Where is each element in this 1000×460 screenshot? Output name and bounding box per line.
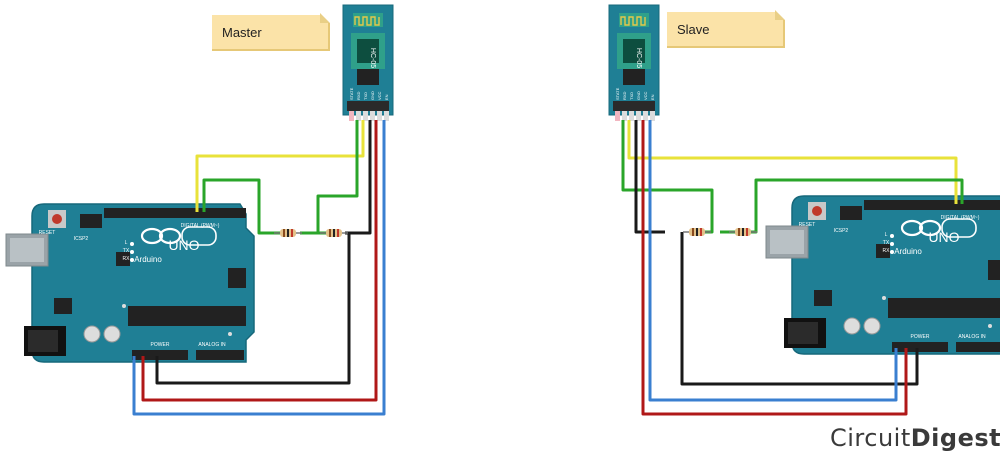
pin-label: TXD (363, 92, 368, 100)
pin-label: STATE (615, 87, 620, 100)
pin-label: STATE (349, 87, 354, 100)
master-power-label: POWER (151, 342, 170, 348)
pin-label: EN (384, 94, 389, 100)
master-reset-label: RESET (39, 230, 56, 236)
slave-rx-label: RX (883, 248, 891, 254)
master-wires (132, 120, 386, 416)
slave-power-label: POWER (911, 334, 930, 340)
note-fold-icon (775, 10, 785, 20)
master-label: Master (222, 25, 262, 40)
pin-label: TXD (629, 92, 634, 100)
slave-resistor-2 (728, 227, 758, 237)
master-uno-label: UNO (168, 237, 199, 253)
master-analog-label: ANALOG IN (198, 342, 226, 348)
slave-hc05-pin-labels: STATE RXD TXD GND VCC EN (615, 87, 655, 100)
master-digital-label: DIGITAL (PWM~) (181, 223, 220, 229)
master-icsp-label: ICSP2 (74, 236, 89, 242)
pin-label: RXD (356, 91, 361, 100)
pin-label: GND (636, 91, 641, 100)
pin-label: VCC (377, 91, 382, 100)
slave-tx-label: TX (883, 240, 890, 246)
slave-icsp-label: ICSP2 (834, 228, 849, 234)
slave-label-note: Slave (667, 10, 785, 48)
slave-label: Slave (677, 22, 710, 37)
watermark-part2: Digest (910, 424, 1000, 452)
master-tx-label: TX (123, 248, 130, 254)
slave-analog-label: ANALOG IN (958, 334, 986, 340)
pin-label: VCC (643, 91, 648, 100)
slave-hc05-module (608, 4, 660, 122)
slave-l-label: L (885, 232, 888, 238)
slave-brand-label: Arduino (894, 247, 922, 256)
master-resistor-1 (273, 228, 303, 238)
master-label-note: Master (212, 13, 330, 51)
slave-digital-label: DIGITAL (PWM~) (941, 215, 980, 221)
master-l-label: L (125, 240, 128, 246)
slave-resistor-1 (682, 227, 712, 237)
slave-hc05-chip-text: HC-05 (635, 48, 642, 68)
master-rx-label: RX (123, 256, 131, 262)
master-hc05-chip-text: HC-05 (369, 48, 376, 68)
pin-label: RXD (622, 91, 627, 100)
note-fold-icon (320, 13, 330, 23)
master-hc05-module (342, 4, 394, 122)
pin-label: EN (650, 94, 655, 100)
master-brand-label: Arduino (134, 255, 162, 264)
watermark-part1: Circuit (830, 424, 911, 452)
pin-label: GND (370, 91, 375, 100)
slave-reset-label: RESET (799, 222, 816, 228)
circuitdigest-watermark: CircuitDigest (830, 424, 1000, 452)
master-hc05-pin-labels: STATE RXD TXD GND VCC EN (349, 87, 389, 100)
slave-uno-label: UNO (928, 229, 959, 245)
master-resistor-2 (319, 228, 349, 238)
